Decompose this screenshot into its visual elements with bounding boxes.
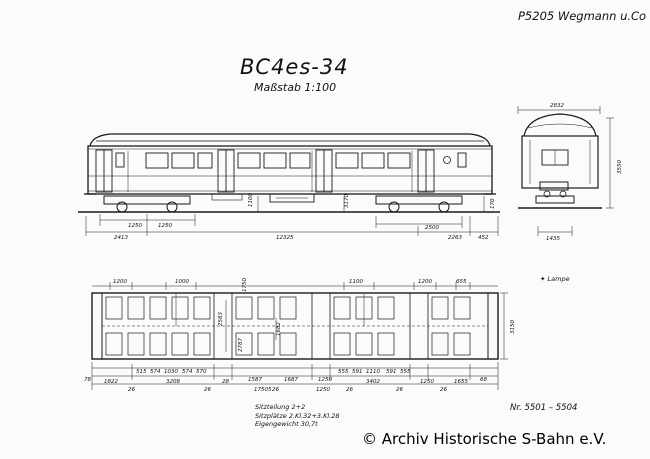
end-view [517,106,614,236]
dim-b9: 555 [338,369,349,375]
dim-b5: 570 [196,369,207,375]
seat-count: Sitzplätze 2.Kl.32+3.Kl.28 [255,411,340,420]
dim-b8: 1250 [318,377,332,383]
plan-view [91,282,508,390]
dim-c4: 3208 [166,379,180,385]
dim-bogie-2: 1250 [158,223,172,229]
dim-c12: 1250 [420,379,434,385]
dim-c13: 26 [440,387,447,393]
dim-c11: 26 [396,387,403,393]
drawing-scale: Maßstab 1:100 [254,81,337,94]
dim-overhang: 2413 [114,235,128,241]
dim-step: 170 [490,198,496,209]
dim-c8: 1250 [316,387,330,393]
dim-bogie-centres: 12325 [276,235,294,241]
dim-b12: 591 [386,369,397,375]
dim-floor: 1100 [248,193,254,207]
dim-plan-top-1: 1200 [113,279,127,285]
dim-b1: 515 [136,369,147,375]
dim-b6: 1587 [248,377,262,383]
dim-c10: 3402 [366,379,380,385]
dim-plan-side-3: 2787 [238,338,244,352]
dim-b11: 1110 [366,369,380,375]
dim-c7: 26 [272,387,279,393]
dim-b13: 555 [400,369,411,375]
dim-bogie-1: 1250 [128,223,142,229]
seating-notes: Sitzteilung 2+2 Sitzplätze 2.Kl.32+3.Kl.… [255,403,340,429]
dim-total: 17505 [254,387,272,393]
dim-wheelbase: 2500 [425,225,439,231]
dim-end-width: 2832 [550,103,564,109]
copyright-notice: © Archiv Historische S-Bahn e.V. [362,430,607,448]
dim-end: 2263 [448,235,462,241]
dim-plan-side-1: 2583 [218,312,224,326]
dim-c6: 28 [222,379,229,385]
dim-c2: 1822 [104,379,118,385]
dim-plan-top-3: 1100 [349,279,363,285]
dim-c3: 26 [128,387,135,393]
dim-b2: 574 [150,369,161,375]
tare-weight: Eigengewicht 30,7t [255,420,318,428]
dim-b7: 1687 [284,377,298,383]
dim-c14: 1655 [454,379,468,385]
dim-c15: 68 [480,377,487,383]
drawing-title: BC4es-34 [240,55,349,79]
seating-arrangement: Sitzteilung 2+2 [255,403,306,411]
dim-b4: 574 [182,369,193,375]
dim-plan-width: 3150 [510,320,516,334]
dim-b3: 1030 [164,369,178,375]
dim-plan-side-2: 1682 [276,322,282,336]
dim-plan-top-5: 655 [456,279,467,285]
car-numbers: Nr. 5501 – 5504 [510,403,578,413]
dim-plan-top-4: 1200 [418,279,432,285]
drawing-number: P5205 Wegmann u.Co [518,9,647,23]
dim-b10: 591 [352,369,363,375]
dim-c5: 26 [204,387,211,393]
dim-buffer: 452 [478,235,489,241]
side-view [78,133,500,236]
dim-c9: 26 [346,387,353,393]
lamp-legend: ✦ Lampe [540,275,570,283]
dim-underframe: 3170 [344,194,350,208]
dim-end-height: 3550 [617,160,623,174]
dim-plan-top-2: 1000 [175,279,189,285]
dim-plan-side-4: 1750 [242,278,248,292]
dim-gauge: 1435 [546,236,560,242]
dim-c1: 78 [84,377,91,383]
